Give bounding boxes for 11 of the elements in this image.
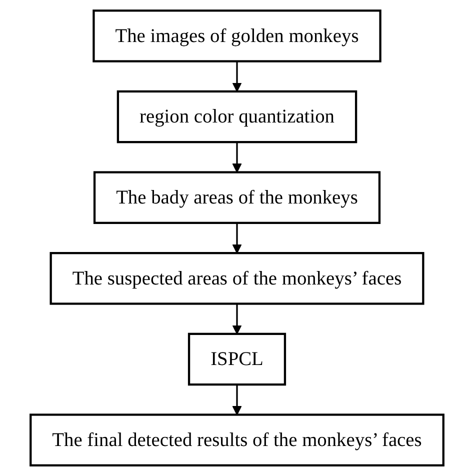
arrow bbox=[232, 61, 242, 92]
node-box: ISPCL bbox=[188, 332, 286, 386]
node-box: The images of golden monkeys bbox=[92, 10, 382, 62]
node-box: The suspected areas of the monkeys’ faces bbox=[50, 252, 424, 305]
arrow bbox=[232, 304, 242, 334]
node-box: The bady areas of the monkeys bbox=[93, 171, 381, 224]
arrow bbox=[232, 142, 242, 173]
node-box: The final detected results of the monkeys’ faces bbox=[30, 414, 444, 466]
node-box: region color quantization bbox=[116, 90, 358, 144]
arrow bbox=[232, 384, 242, 416]
arrow bbox=[232, 222, 242, 254]
